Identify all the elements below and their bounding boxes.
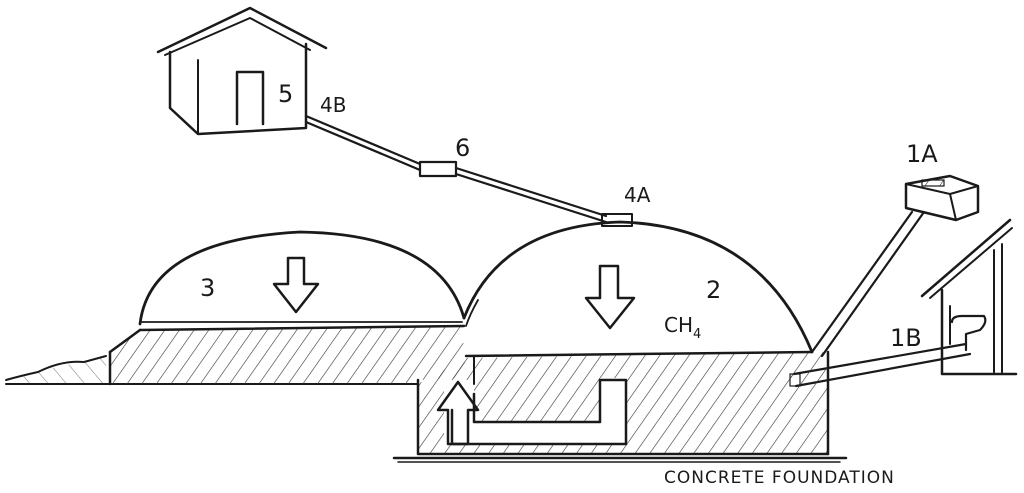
label-gas-valve: 6	[455, 134, 470, 162]
label-inlet-tank: 1A	[906, 140, 938, 168]
label-inlet-pipe: 1B	[890, 324, 922, 352]
arrow-down-icon	[584, 264, 636, 330]
house	[156, 6, 328, 136]
digester-dome	[462, 220, 814, 354]
gas-outlet-fitting	[601, 213, 633, 227]
toilet-bowl	[950, 314, 987, 352]
label-gas-outlet-dome: 4A	[624, 183, 651, 207]
label-expansion-chamber: 3	[200, 274, 215, 302]
gas-valve	[418, 160, 458, 178]
label-house: 5	[278, 80, 293, 108]
arrow-down-icon	[272, 256, 320, 314]
label-gas-outlet-house: 4B	[320, 93, 346, 117]
digester-base	[108, 321, 848, 463]
label-digester: 2	[706, 276, 721, 304]
gas-pipe	[304, 114, 633, 227]
house-door	[235, 70, 265, 126]
arrow-up-icon	[436, 380, 480, 446]
inlet-tank	[904, 174, 980, 222]
inlet-pipe	[810, 210, 926, 358]
toilet-shed	[920, 218, 1018, 376]
label-methane: CH4	[664, 313, 701, 342]
expansion-chamber-dome	[138, 230, 466, 326]
label-foundation: CONCRETE FOUNDATION	[664, 468, 895, 488]
